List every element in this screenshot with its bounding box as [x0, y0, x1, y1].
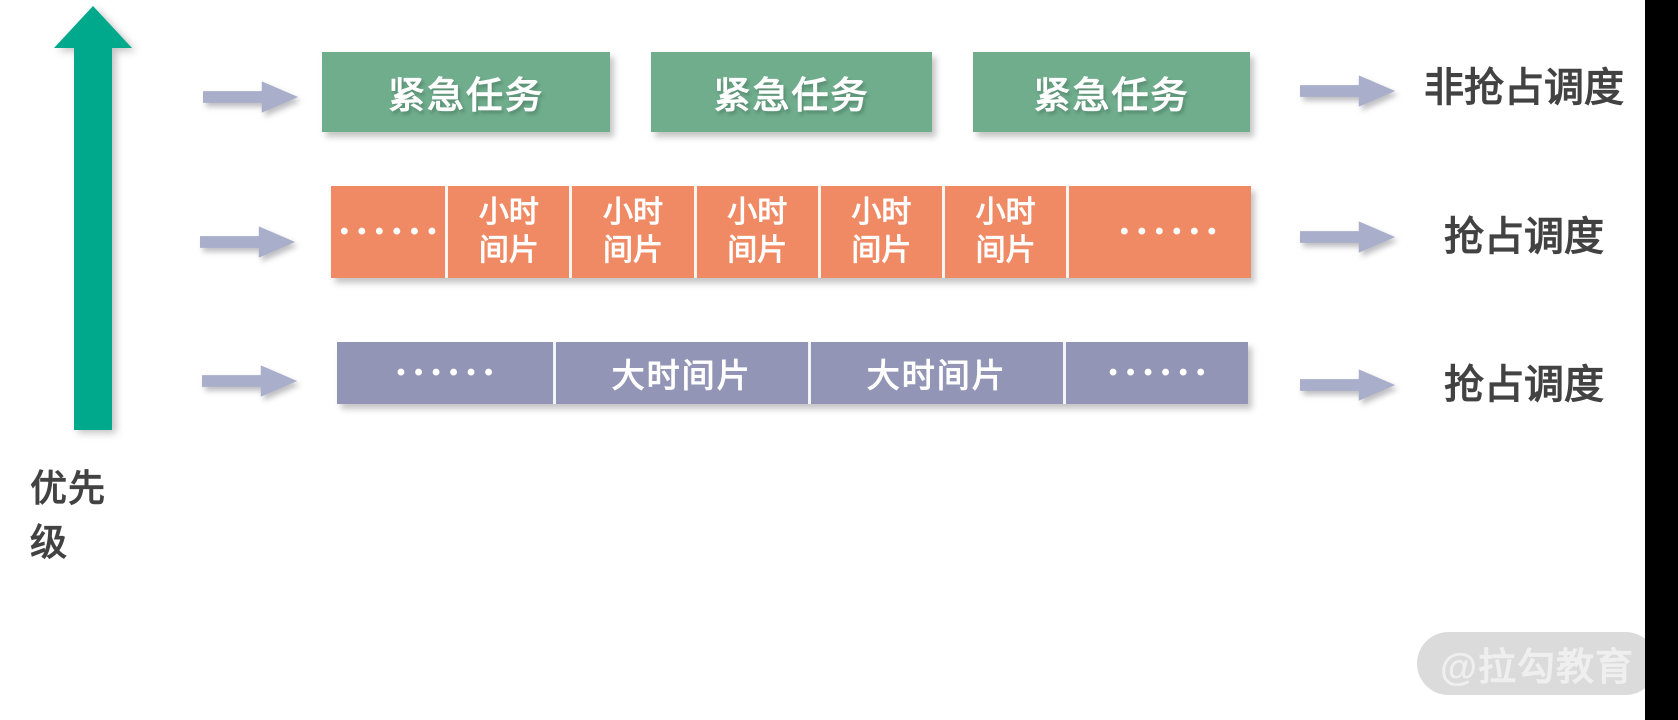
schedule-label-preemptive-large: 抢占调度 [1444, 363, 1604, 407]
small-time-slice-cell: 小时 间片 [945, 186, 1070, 278]
arrow-right-icon [1300, 75, 1396, 107]
urgent-task-label: 紧急任务 [388, 75, 544, 116]
small-time-slice-cell: 小时 间片 [448, 186, 573, 278]
ellipsis-cell: •••••• [337, 342, 556, 404]
priority-up-arrow-icon [54, 6, 132, 430]
ellipsis-cell: •••••• [331, 186, 449, 278]
small-time-slice-cell: 小时 间片 [572, 186, 697, 278]
urgent-task-box: 紧急任务 [322, 52, 610, 132]
watermark-text: @拉勾教育 [1439, 647, 1635, 689]
arrow-right-icon [202, 365, 298, 397]
arrow-right-icon [1300, 221, 1396, 253]
watermark-badge: @拉勾教育 [1417, 632, 1657, 695]
small-time-slice-bar: •••••• 小时 间片 小时 间片 小时 间片 小时 间片 小时 间片 •••… [331, 186, 1251, 278]
urgent-task-label: 紧急任务 [713, 75, 870, 116]
arrow-right-icon [203, 81, 299, 113]
schedule-label-preemptive-small: 抢占调度 [1444, 215, 1604, 259]
right-edge-bar [1645, 0, 1678, 720]
arrow-right-icon [200, 226, 296, 258]
large-time-slice-cell: 大时间片 [556, 342, 811, 404]
small-time-slice-cell: 小时 间片 [697, 186, 821, 278]
arrow-right-icon [1300, 369, 1396, 401]
schedule-label-non-preemptive: 非抢占调度 [1424, 66, 1624, 110]
ellipsis-cell: •••••• [1108, 359, 1214, 386]
urgent-task-box: 紧急任务 [651, 52, 932, 132]
priority-axis-label: 优先级 [30, 468, 106, 563]
ellipsis-cell: •••••• [1120, 218, 1226, 245]
large-time-slice-bar: •••••• 大时间片 大时间片 •••••• [337, 342, 1248, 404]
urgent-task-label: 紧急任务 [1033, 75, 1190, 116]
urgent-task-box: 紧急任务 [973, 52, 1250, 132]
small-time-slice-cell: 小时 间片 [821, 186, 945, 278]
large-time-slice-cell: 大时间片 [811, 342, 1066, 404]
